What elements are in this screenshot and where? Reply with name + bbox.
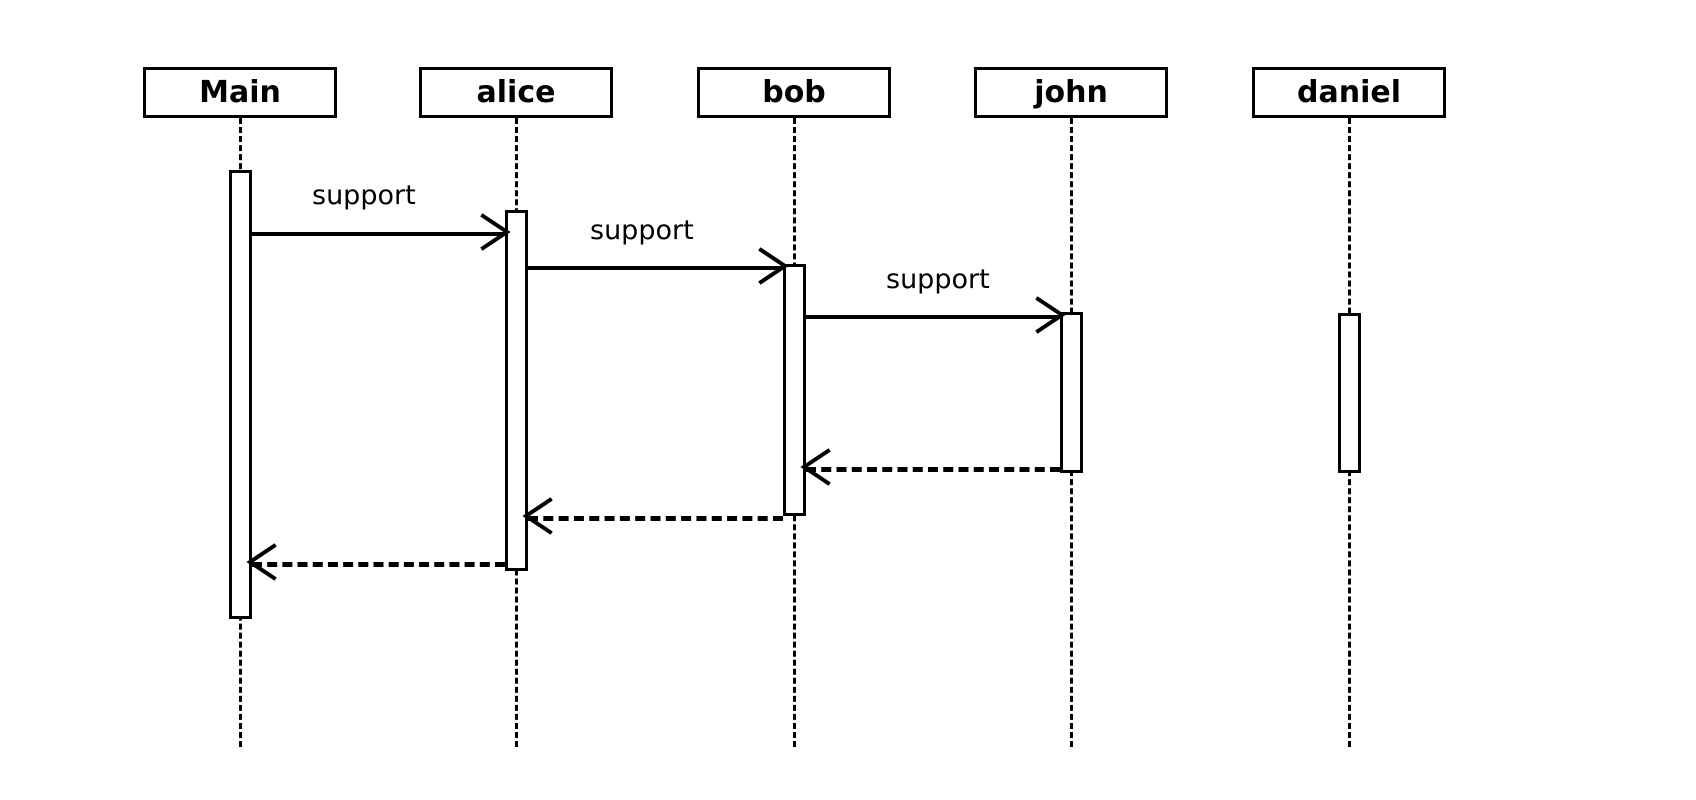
message-label: support — [312, 180, 416, 211]
arrowhead-leftward-icon — [800, 448, 831, 486]
arrowhead-leftward-icon — [522, 497, 553, 535]
message-line — [806, 467, 1060, 472]
arrowhead-rightward-icon — [480, 213, 511, 251]
message-line — [806, 315, 1060, 319]
message-line — [528, 266, 783, 270]
arrowhead-leftward-icon — [246, 543, 277, 581]
participant-box-bob[interactable]: bob — [697, 67, 891, 118]
participant-label: Main — [199, 74, 281, 110]
arrowhead-rightward-icon — [758, 247, 789, 285]
message-line — [252, 562, 505, 567]
arrowhead-rightward-icon — [1035, 296, 1066, 334]
participant-label: bob — [762, 74, 826, 110]
message-label: support — [886, 264, 990, 295]
message-label: support — [590, 215, 694, 246]
participant-label: daniel — [1297, 74, 1401, 110]
participant-label: alice — [476, 74, 556, 110]
participant-box-john[interactable]: john — [974, 67, 1168, 118]
activation-bar-daniel[interactable] — [1338, 313, 1361, 473]
activation-bar-alice[interactable] — [505, 210, 528, 571]
message-line — [528, 516, 783, 521]
activation-bar-john[interactable] — [1060, 312, 1083, 473]
message-line — [252, 232, 505, 236]
participant-box-daniel[interactable]: daniel — [1252, 67, 1446, 118]
activation-bar-bob[interactable] — [783, 264, 806, 516]
participant-box-main[interactable]: Main — [143, 67, 337, 118]
activation-bar-main[interactable] — [229, 170, 252, 619]
participant-label: john — [1034, 74, 1108, 110]
participant-box-alice[interactable]: alice — [419, 67, 613, 118]
